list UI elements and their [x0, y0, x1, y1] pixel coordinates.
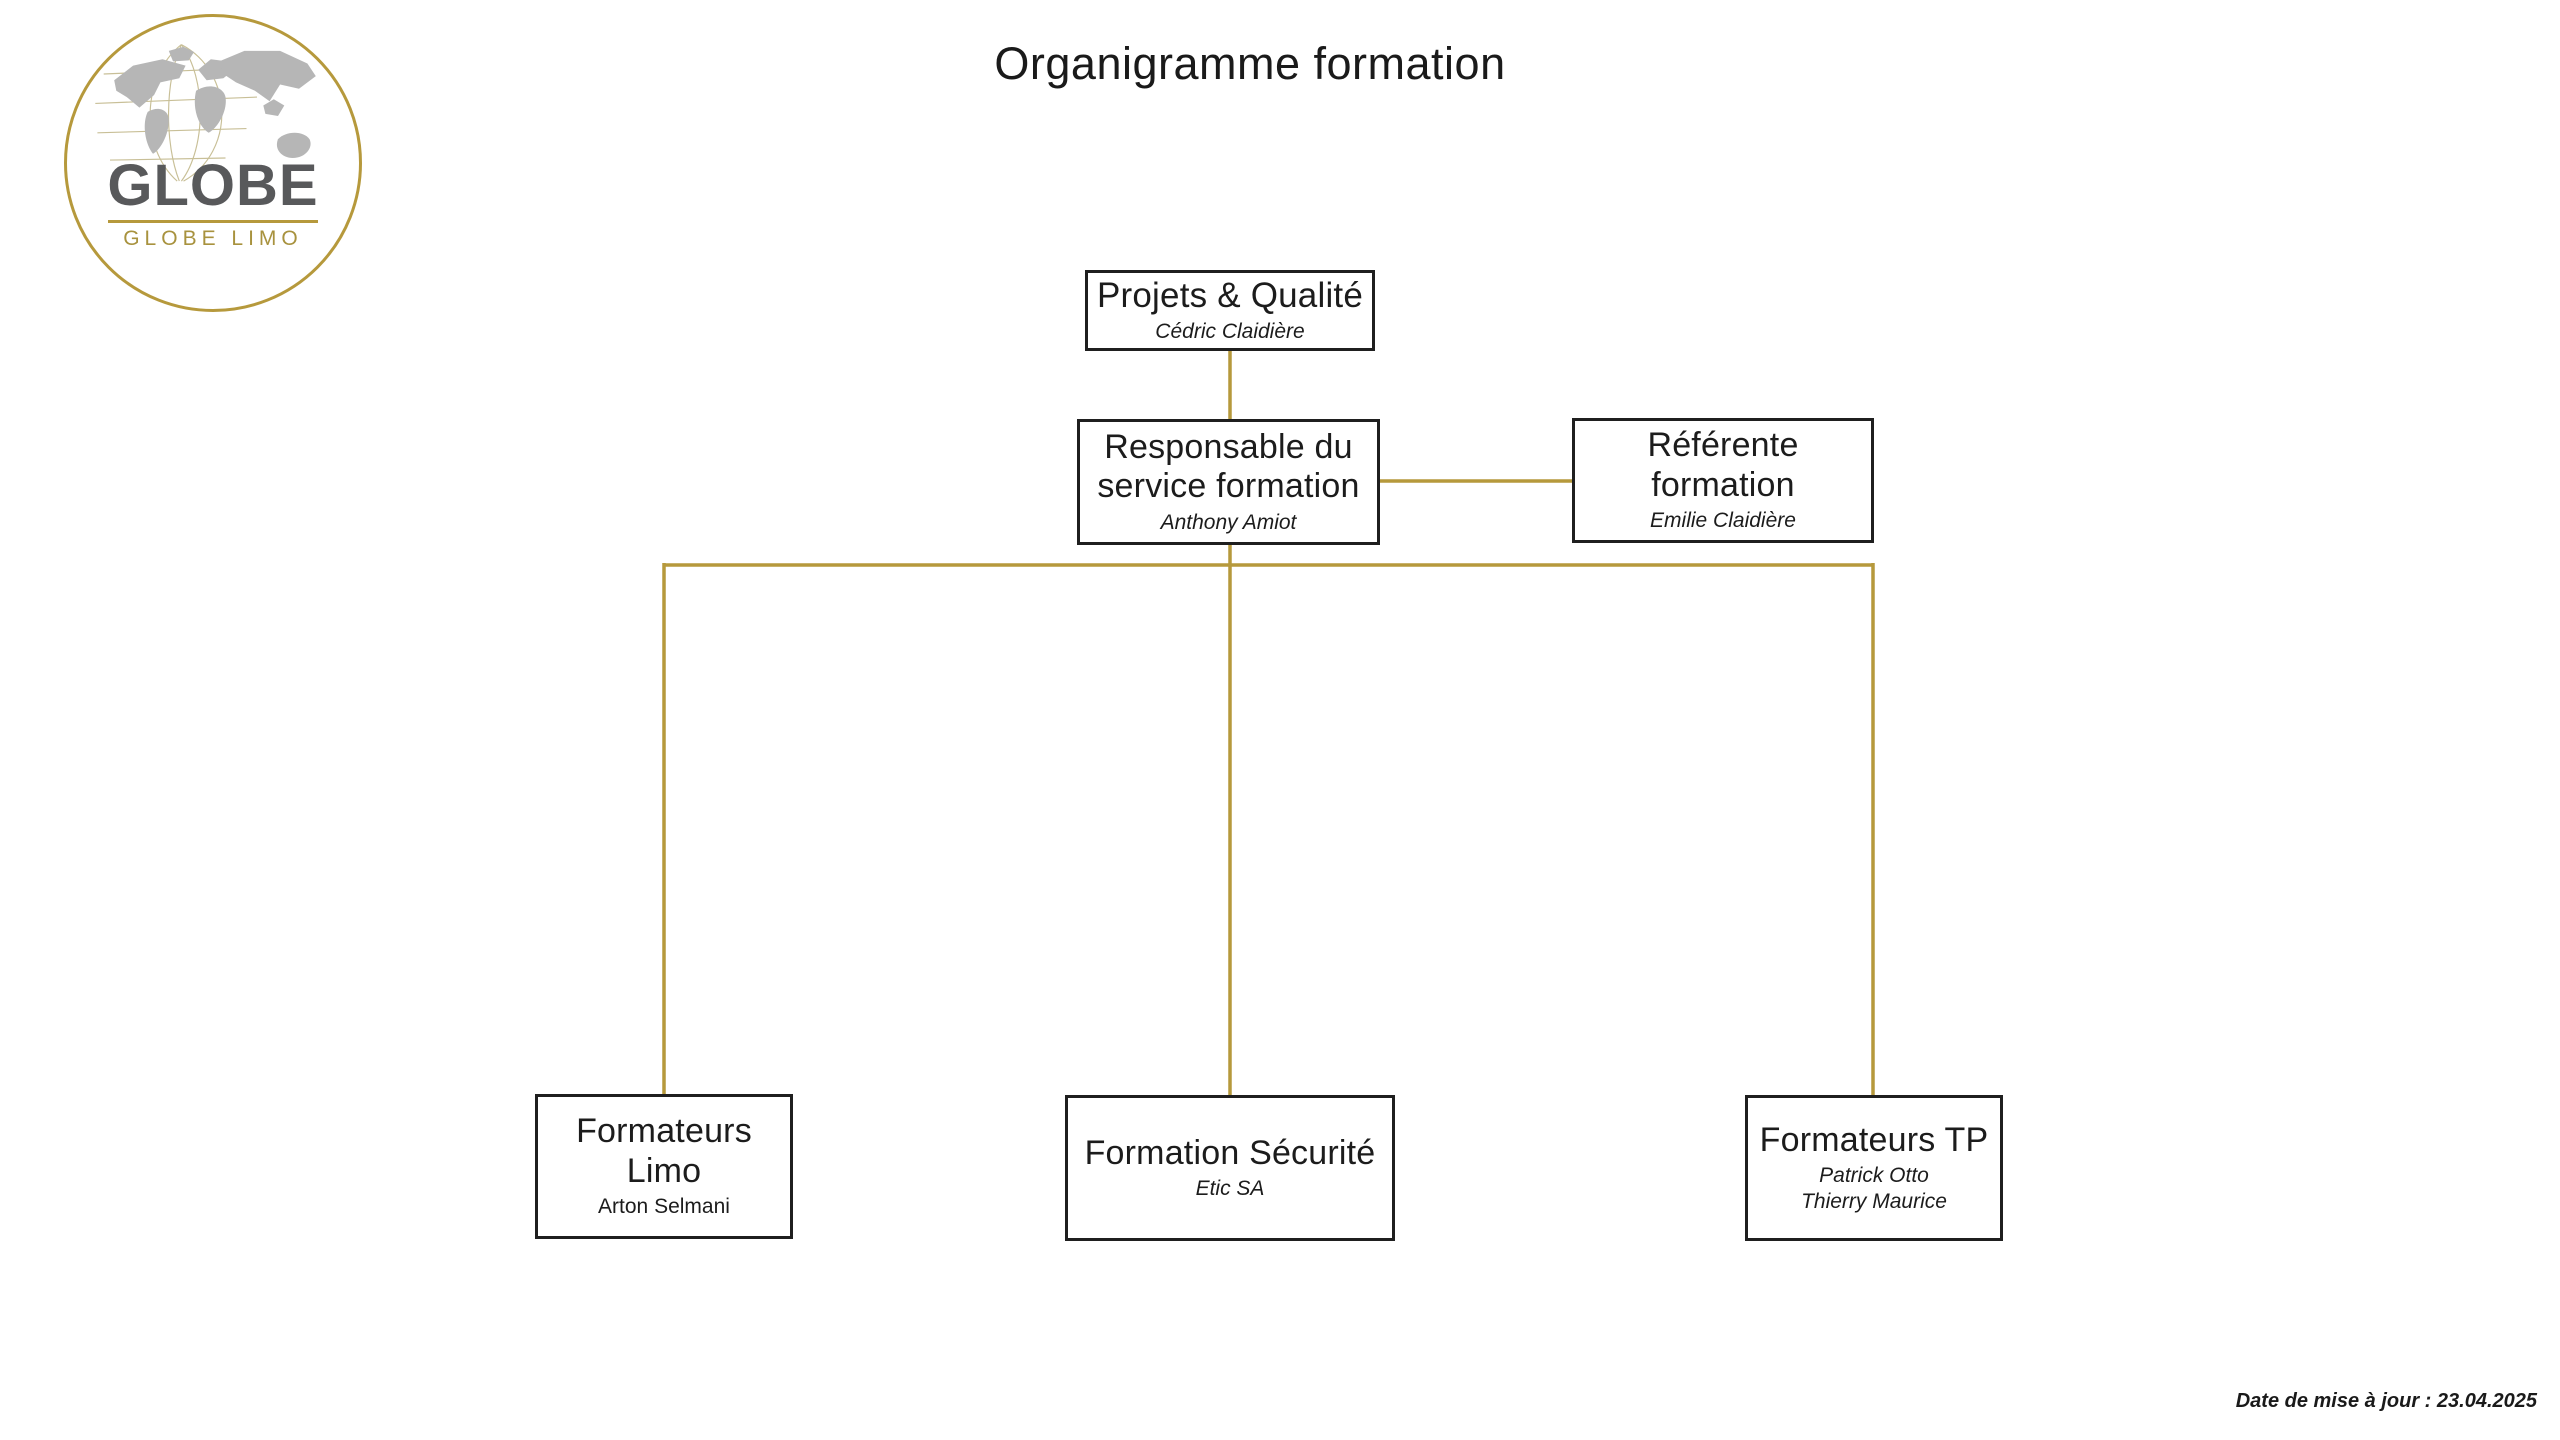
node-names: Cédric Claidière: [1155, 319, 1304, 345]
node-person-name: Thierry Maurice: [1801, 1190, 1947, 1214]
logo-wordmark: GLOBE: [107, 153, 319, 218]
node-person-name: Cédric Claidière: [1155, 320, 1305, 344]
node-title-line: formation: [1651, 465, 1795, 504]
logo-divider: [108, 220, 318, 223]
node-person-name: Etic SA: [1195, 1177, 1265, 1201]
world-map-icon: [95, 44, 316, 182]
node-title-line: service formation: [1097, 467, 1360, 506]
node-person-name: Patrick Otto: [1819, 1163, 1929, 1187]
node-person-name: Anthony Amiot: [1160, 510, 1297, 534]
node-person-name: Arton Selmani: [598, 1195, 730, 1219]
node-title-line: Référente: [1647, 426, 1799, 465]
logo-text-block: GLOBE GLOBE LIMO: [67, 157, 359, 251]
node-title-line: Formateurs: [576, 1112, 752, 1151]
node-title-line: Formation Sécurité: [1084, 1133, 1376, 1172]
org-node-formation-securite: Formation Sécurité Etic SA: [1065, 1095, 1395, 1241]
node-names: Emilie Claidière: [1650, 508, 1796, 534]
node-names: Etic SA: [1196, 1176, 1265, 1202]
node-title: Formateurs TP: [1760, 1121, 1989, 1160]
org-node-projets-qualite: Projets & Qualité Cédric Claidière: [1085, 270, 1375, 351]
node-title: Projets & Qualité: [1097, 276, 1363, 317]
org-node-referente-formation: Référente formation Emilie Claidière: [1572, 418, 1874, 543]
node-title: Référente formation: [1647, 426, 1798, 505]
globe-limo-logo: GLOBE GLOBE LIMO: [64, 14, 362, 312]
node-title-line: Responsable du: [1104, 427, 1353, 466]
node-names: Anthony Amiot: [1161, 510, 1297, 536]
node-person-name: Emilie Claidière: [1650, 509, 1796, 533]
node-title: Formateurs Limo: [576, 1112, 752, 1191]
org-node-responsable-service-formation: Responsable du service formation Anthony…: [1077, 419, 1380, 545]
node-title: Formation Sécurité: [1085, 1134, 1376, 1173]
node-title-line: Limo: [626, 1151, 702, 1190]
node-title-line: Formateurs TP: [1759, 1120, 1989, 1159]
org-node-formateurs-tp: Formateurs TP Patrick Otto Thierry Mauri…: [1745, 1095, 2003, 1241]
org-node-formateurs-limo: Formateurs Limo Arton Selmani: [535, 1094, 793, 1239]
page-title: Organigramme formation: [994, 38, 1506, 89]
update-date-note: Date de mise à jour : 23.04.2025: [2235, 1390, 2537, 1412]
node-title: Responsable du service formation: [1097, 428, 1359, 507]
logo-tagline: GLOBE LIMO: [123, 227, 303, 250]
node-title-line: Projets & Qualité: [1096, 275, 1364, 315]
node-names: Patrick Otto Thierry Maurice: [1801, 1163, 1947, 1216]
node-names: Arton Selmani: [598, 1194, 730, 1220]
